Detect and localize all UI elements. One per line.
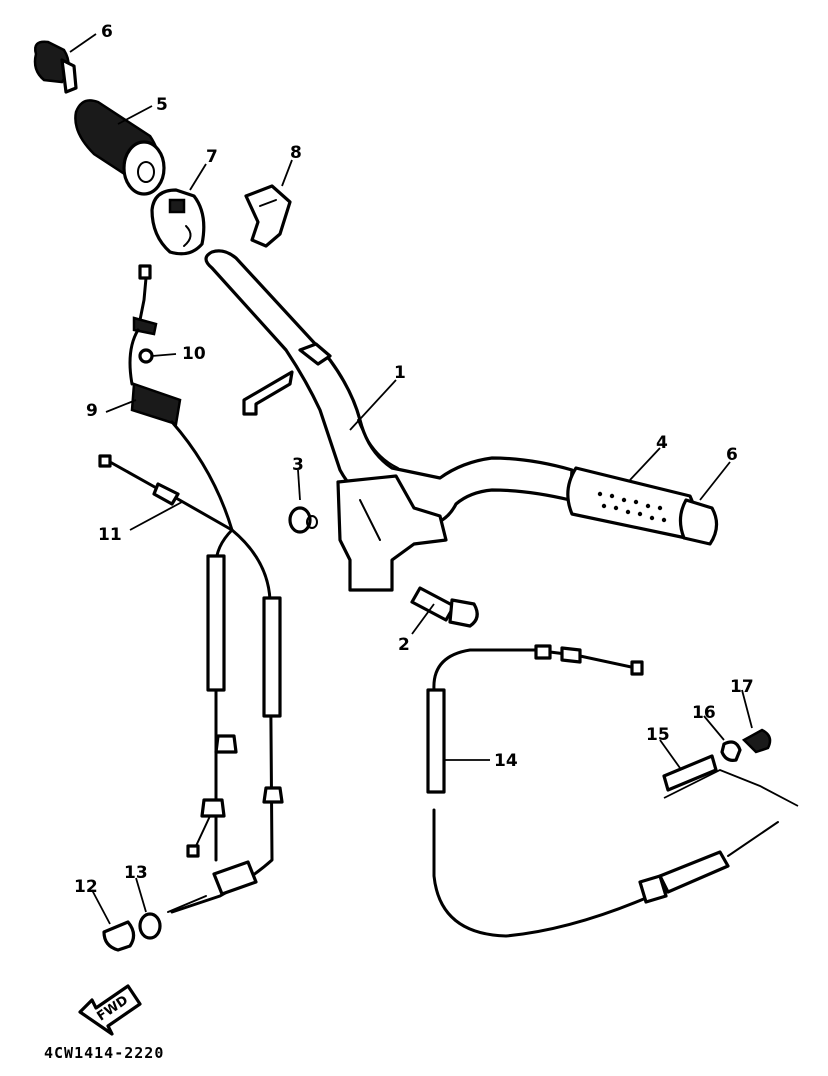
callout-3: 3 xyxy=(292,455,304,475)
fwd-arrow: FWD xyxy=(78,984,142,1036)
bracket xyxy=(244,184,292,248)
callout-15: 15 xyxy=(646,725,670,745)
callout-17: 17 xyxy=(730,677,754,697)
callout-8: 8 xyxy=(290,143,302,163)
callout-2: 2 xyxy=(398,635,410,655)
throttle-cables xyxy=(98,420,284,914)
cable-adjuster xyxy=(128,264,182,426)
callout-4: 4 xyxy=(656,433,668,453)
callout-14: 14 xyxy=(494,751,518,771)
callout-16: 16 xyxy=(692,703,716,723)
callout-10: 10 xyxy=(182,344,206,364)
callout-6-right: 6 xyxy=(726,445,738,465)
clutch-cable xyxy=(426,644,779,938)
handlebar xyxy=(204,249,574,592)
callout-5: 5 xyxy=(156,95,168,115)
callout-labels: 6 5 7 8 10 9 1 4 6 3 2 11 14 15 16 17 12… xyxy=(74,22,754,897)
grip-end-right xyxy=(678,498,719,546)
callout-9: 9 xyxy=(86,401,98,421)
drawing-code: 4CW1414-2220 xyxy=(44,1044,164,1062)
small-hardware xyxy=(102,728,799,952)
grip-end-left xyxy=(33,40,78,94)
throttle-housing xyxy=(150,188,206,256)
callout-6-left: 6 xyxy=(101,22,113,42)
leader-lines xyxy=(69,33,753,925)
callout-12: 12 xyxy=(74,877,98,897)
callout-7: 7 xyxy=(206,147,218,167)
callout-11: 11 xyxy=(98,525,122,545)
callout-1: 1 xyxy=(394,363,406,383)
callout-13: 13 xyxy=(124,863,148,883)
left-grip xyxy=(74,99,166,196)
